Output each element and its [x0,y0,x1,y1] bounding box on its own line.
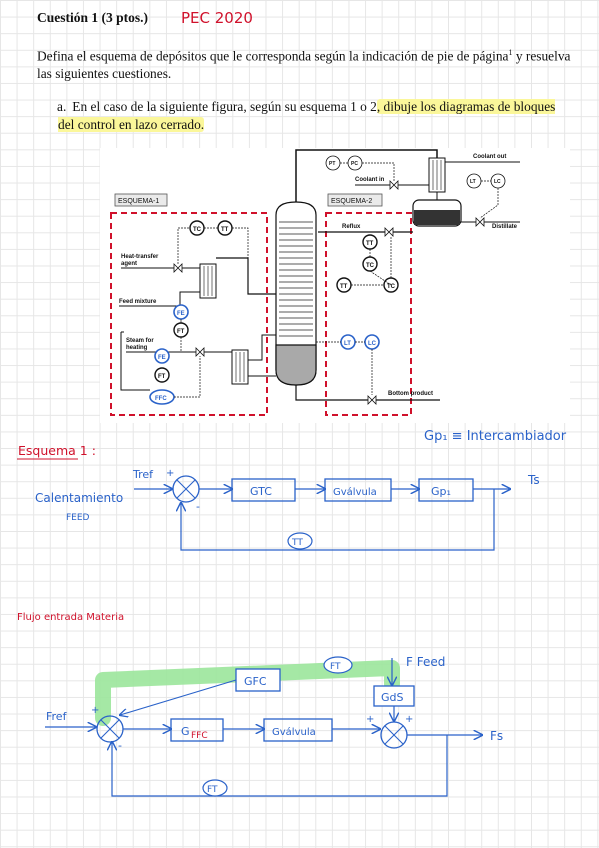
loop1-sensor [287,532,313,550]
esquema1-frame [110,212,268,416]
ft-steam-instrument [154,367,170,383]
loop1-gp-label: Gp₁ [431,485,451,498]
heat-agent-valve [173,263,183,273]
loop2-feedback-line [112,735,448,797]
loop2-gfc-label: GFC [244,675,267,688]
loop1-output: Ts [527,473,540,487]
feed-mixture-label: Feed mixture [119,299,157,305]
loop2-diagram: Fref + - G FFC Gválvula + + Fs FT GFC FT… [45,655,503,797]
lc2-tag: LC [494,179,501,185]
loop2-minus: - [118,739,122,752]
tt2-tag: TT [366,241,374,247]
esquema2-frame [325,212,412,416]
loop2-output: Fs [490,729,503,743]
gp-definition: Gp₁ ≡ Intercambiador [424,429,567,444]
lc-tag: LC [368,341,377,347]
coolant-out-label: Coolant out [473,154,506,160]
intro-text: Defina el esquema de depósitos que le co… [37,48,509,64]
feed-preheater [199,263,217,299]
ft-steam-tag: FT [158,374,166,380]
intro-text-end: y resuelva las siguientes cuestiones. [37,48,571,82]
esquema1-label: ESQUEMA-1 [118,198,159,205]
bottom-valve [367,395,377,405]
tc3-tag: TC [387,284,396,290]
tt3-tag: TT [340,284,348,290]
tc-tag: TC [193,227,202,233]
item-a: a. En el caso de la siguiente figura, seg… [57,98,568,134]
pec-annotation: PEC 2020 [181,9,253,27]
bottom-product-line [295,385,440,401]
loop2-ft-label: FT [330,662,341,672]
esquema1-label-box [114,193,168,207]
coolant-in-label: Coolant in [355,177,385,183]
question-intro: Defina el esquema de depósitos que le co… [37,44,577,83]
esquema2-label: ESQUEMA-2 [331,198,372,205]
feed-label: FEED [66,513,90,523]
footnote-ref: 1 [508,48,513,57]
ft-tag: FT [177,329,185,335]
lt2-tag: LT [470,179,476,185]
distillate-label: Distillate [492,224,518,230]
bottom-product-label: Bottom product [388,391,433,397]
heating-label: heating [126,345,148,351]
ffc-tag: FFC [155,396,167,402]
loop2-sensor-label: FT [207,785,218,795]
lt-tag: LT [344,341,351,347]
loop2-input: Fref [46,710,68,723]
pt-tag: PT [329,161,335,167]
flujo-label: Flujo entrada Materia [17,612,124,623]
coolant-valve [389,180,399,190]
loop2-sensor [202,779,228,797]
loop2-gffc-sub: FFC [191,731,208,741]
esquema-label: Esquema 1 : [18,443,96,458]
question-title: Cuestión 1 (3 ptos.) [37,10,149,25]
loop1-diagram: Tref + - GTC Gválvula Gp₁ Ts TT [132,468,540,551]
fe-steam-tag: FE [158,355,166,361]
loop2-plus: + [91,705,99,716]
loop1-input: Tref [132,468,154,481]
fe-steam-instrument [154,348,170,364]
loop2-plus2: + [366,714,374,725]
loop1-valve-block [324,478,392,502]
loop1-valve-label: Gválvula [333,486,377,498]
reflux-valve [384,227,394,237]
item-a-text: En el caso de la siguiente figura, según… [72,99,377,114]
agent-label: agent [121,261,137,267]
reboiler [231,349,249,385]
distillate-valve [475,217,485,227]
loop2-gds-label: GdS [381,691,404,704]
item-a-label: a. [57,99,67,114]
overhead-line [295,149,438,202]
heat-transfer-label: Heat-transfer [121,254,159,260]
loop1-gp-block [418,478,474,502]
distillation-column [275,201,317,386]
loop2-gffc-block [170,718,224,742]
calentamiento-label: Calentamiento [35,491,123,505]
loop1-feedback-line [181,489,495,551]
steam-valve [195,347,205,357]
loop1-plus: + [166,468,174,479]
loop1-gtc-label: GTC [250,485,272,498]
loop1-sensor-label: TT [291,538,303,548]
loop2-ft-sensor [323,656,353,674]
steam-label: Steam for [126,338,154,344]
loop1-minus: - [196,500,200,513]
pc-tag: PC [351,161,358,167]
reflux-drum [412,199,462,227]
loop2-valve-block [263,718,333,742]
loop2-plus3: + [405,714,413,725]
loop2-valve-label: Gválvula [272,726,316,738]
tt-tag: TT [221,227,229,233]
loop2-gffc-base: G [181,725,190,738]
loop2-disturbance: F Feed [406,655,445,669]
tc2-tag: TC [366,263,375,269]
reflux-label: Reflux [342,224,361,230]
loop1-gtc-block [231,478,296,502]
fe-tag: FE [177,311,185,317]
esquema2-label-box [327,193,383,207]
